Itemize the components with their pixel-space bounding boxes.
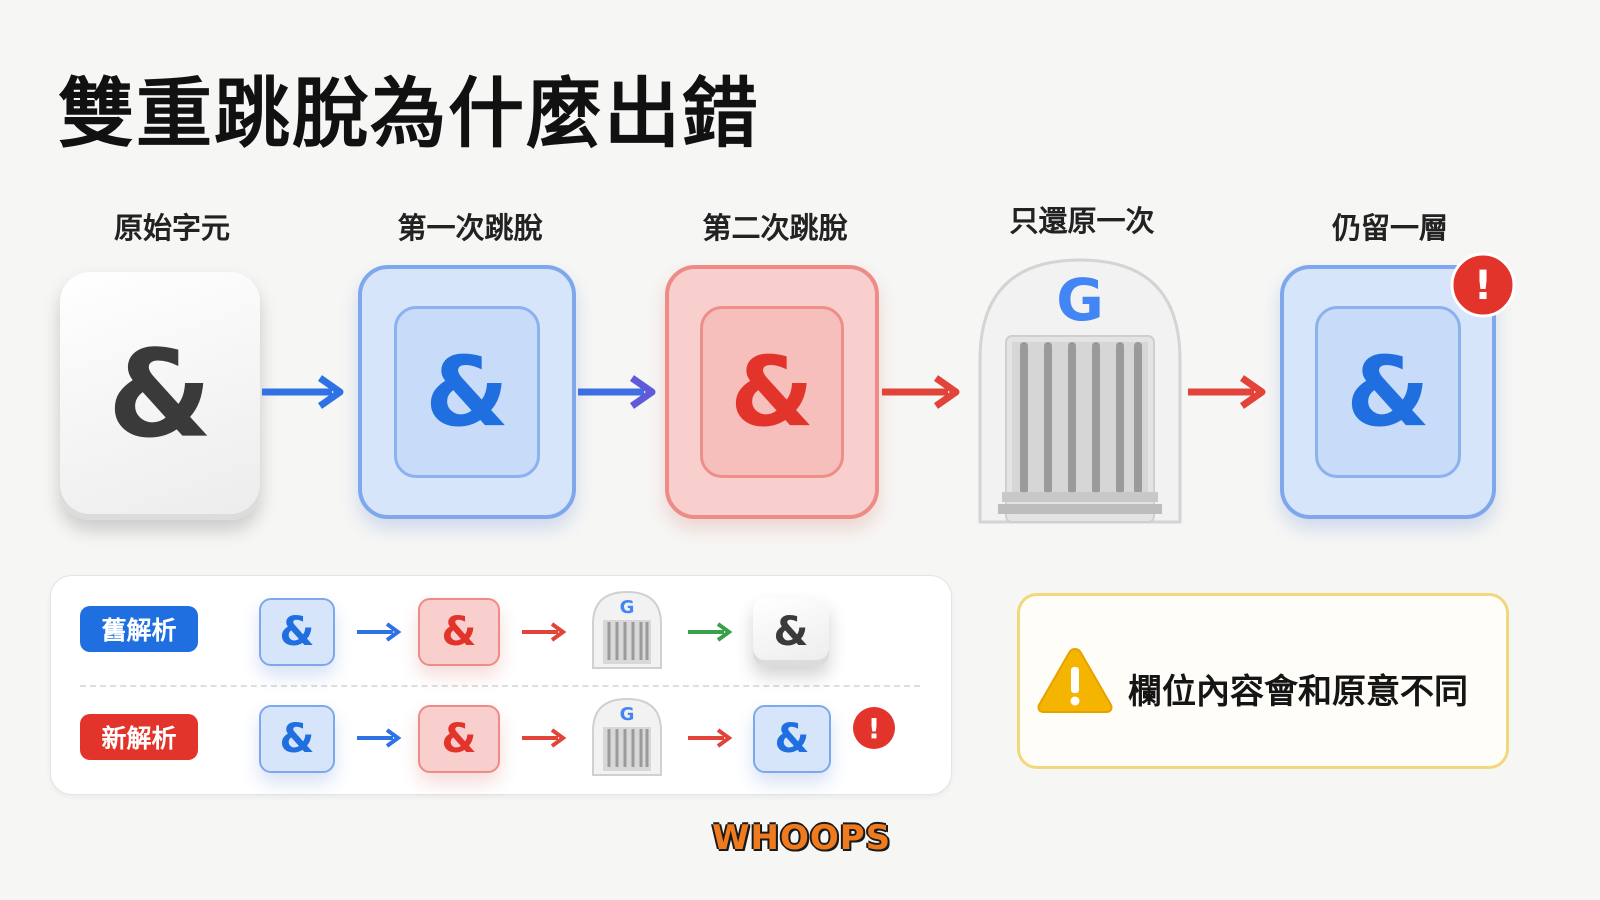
ampersand-symbol: & <box>1346 336 1430 448</box>
svg-text:G: G <box>1056 266 1104 334</box>
arrow-right-icon <box>688 728 733 748</box>
page-title: 雙重跳脫為什麼出錯 <box>58 69 760 158</box>
warning-text: 欄位內容會和原意不同 <box>1128 672 1468 712</box>
one-layer-left-inner: & <box>1315 306 1461 478</box>
step-label-one-layer-left: 仍留一層 <box>1331 211 1448 245</box>
ampersand-symbol: & <box>774 716 810 762</box>
ampersand-symbol: & <box>425 336 509 448</box>
arrow-right-icon <box>357 622 402 642</box>
second-escape-inner: & <box>700 306 844 478</box>
new-row-blue-result-tile: & <box>753 705 831 773</box>
step-label-original: 原始字元 <box>113 211 230 245</box>
svg-text:G: G <box>620 704 635 725</box>
panel-divider <box>80 685 920 687</box>
svg-text:!: ! <box>1474 263 1492 309</box>
arrow-right-icon <box>688 622 733 642</box>
svg-text:!: ! <box>868 712 881 745</box>
first-escape-tile: & <box>358 265 576 519</box>
ampersand-symbol: & <box>441 609 477 655</box>
old-row-blue-tile: & <box>259 598 335 666</box>
step-label-second-escape: 第二次跳脫 <box>702 211 848 245</box>
ampersand-symbol: & <box>730 336 814 448</box>
warning-triangle-icon <box>1037 647 1113 713</box>
new-row-blue-tile: & <box>259 705 335 773</box>
warning-box <box>1017 593 1509 769</box>
new-parse-badge: 新解析 <box>80 714 198 760</box>
google-gate-icon: G <box>592 697 662 776</box>
arrow-right-icon <box>522 622 567 642</box>
step-label-decode-once: 只還原一次 <box>1009 204 1155 238</box>
old-parse-badge: 舊解析 <box>80 606 198 652</box>
arrow-right-icon <box>882 375 960 409</box>
alert-icon: ! <box>1450 252 1516 318</box>
old-row-white-tile: & <box>753 598 829 666</box>
step-label-first-escape: 第一次跳脫 <box>397 211 543 245</box>
whoops-watermark: WHOOPS <box>712 818 892 858</box>
alert-icon: ! <box>853 707 895 749</box>
old-row-red-tile: & <box>418 598 500 666</box>
svg-text:G: G <box>620 597 635 618</box>
ampersand-symbol: & <box>441 716 477 762</box>
google-gate-icon: G <box>592 590 662 669</box>
ampersand-symbol: & <box>279 716 315 762</box>
arrow-right-icon <box>262 375 344 409</box>
ampersand-symbol: & <box>107 326 213 465</box>
first-escape-inner: & <box>394 306 540 478</box>
arrow-right-icon <box>578 375 656 409</box>
ampersand-symbol: & <box>279 609 315 655</box>
original-char-tile: & <box>60 272 260 520</box>
new-row-red-tile: & <box>418 705 500 773</box>
ampersand-symbol: & <box>773 609 809 655</box>
google-gate-icon: G <box>978 258 1182 524</box>
arrow-right-icon <box>1188 375 1266 409</box>
arrow-right-icon <box>357 728 402 748</box>
arrow-right-icon <box>522 728 567 748</box>
second-escape-tile: & <box>665 265 879 519</box>
